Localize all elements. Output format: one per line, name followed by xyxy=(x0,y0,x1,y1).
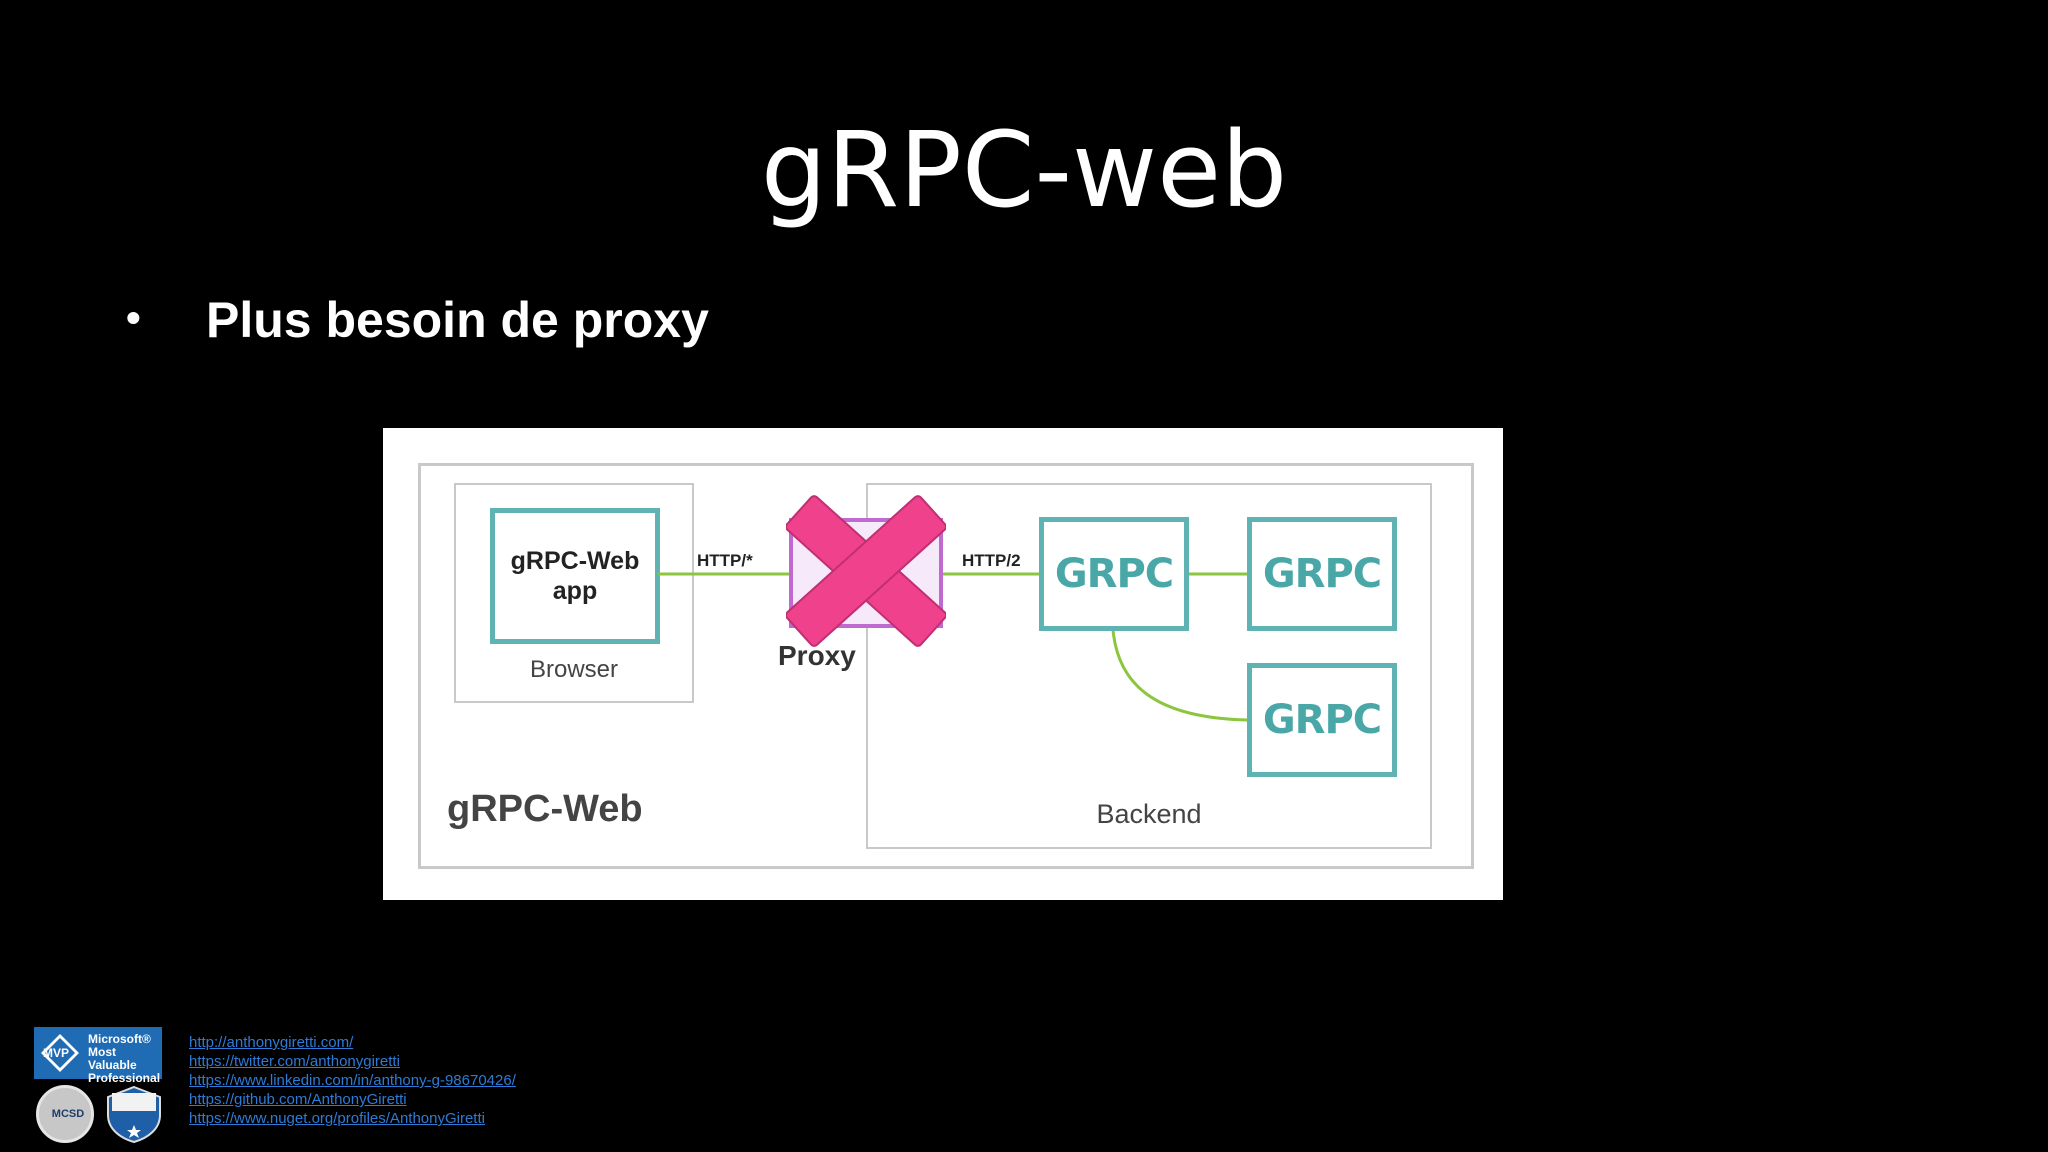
grpc-connector-down xyxy=(1111,629,1249,722)
cross-mark-icon xyxy=(786,495,946,647)
mvp-diamond-icon xyxy=(41,1034,79,1072)
link-blog[interactable]: http://anthonygiretti.com/ xyxy=(189,1034,354,1051)
link-linkedin[interactable]: https://www.linkedin.com/in/anthony-g-98… xyxy=(189,1072,516,1089)
mvp-line3: Professional xyxy=(88,1071,161,1085)
slide-title: gRPC-web xyxy=(760,109,1288,231)
backend-label: Backend xyxy=(1096,799,1202,829)
certification-badges: MVP Microsoft® Most Valuable Professiona… xyxy=(34,1027,166,1147)
mcsd-badge-text: MCSD xyxy=(51,1108,85,1120)
grpc-logo-text: GRPC xyxy=(1054,551,1174,597)
mvp-text: Microsoft® Most Valuable Professional xyxy=(88,1033,162,1085)
grpc-logo-text: GRPC xyxy=(1262,697,1382,743)
mvp-mark: MVP xyxy=(43,1046,70,1060)
grpc-web-container xyxy=(418,463,1474,869)
http1-label: HTTP/* xyxy=(697,551,753,570)
link-github[interactable]: https://github.com/AnthonyGiretti xyxy=(189,1091,407,1108)
mcsd-badge: MCSD xyxy=(36,1085,94,1143)
grpc-server-3: GRPC xyxy=(1247,663,1397,777)
app-label-line2: app xyxy=(552,577,598,605)
browser-label: Browser xyxy=(529,656,619,683)
link-twitter[interactable]: https://twitter.com/anthonygiretti xyxy=(189,1053,400,1070)
grpc-web-label: gRPC-Web xyxy=(447,788,643,830)
grpc-logo-text: GRPC xyxy=(1262,551,1382,597)
mvp-logo: MVP Microsoft® Most Valuable Professiona… xyxy=(34,1027,162,1085)
bullet-text: Plus besoin de proxy xyxy=(206,292,709,348)
grpc-server-2: GRPC xyxy=(1247,517,1397,631)
connector-lines xyxy=(658,572,1249,722)
shield-badge-icon xyxy=(107,1085,161,1143)
bullet-dot: • xyxy=(126,294,141,341)
footer-links: http://anthonygiretti.com/ https://twitt… xyxy=(189,1033,516,1128)
app-label-line1: gRPC-Web xyxy=(510,547,640,575)
link-nuget[interactable]: https://www.nuget.org/profiles/AnthonyGi… xyxy=(189,1110,485,1127)
mvp-line2: Most Valuable xyxy=(88,1045,137,1072)
grpc-server-1: GRPC xyxy=(1039,517,1189,631)
mvp-line1: Microsoft® xyxy=(88,1032,151,1046)
http2-label: HTTP/2 xyxy=(962,551,1021,570)
